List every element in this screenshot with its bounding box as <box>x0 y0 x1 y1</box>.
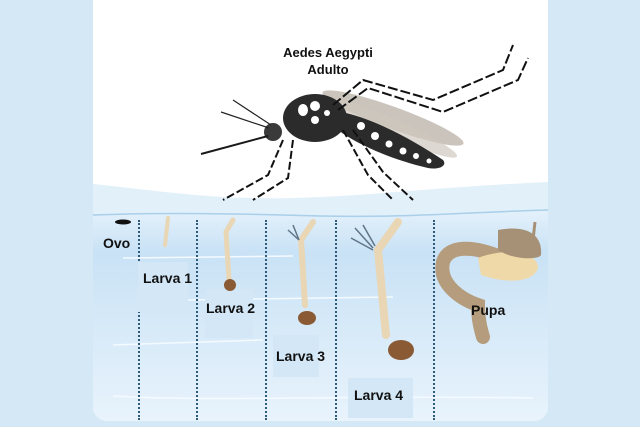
stage-divider <box>433 220 435 420</box>
stage-label-larva1: Larva 1 <box>143 270 193 286</box>
larva1-icon <box>163 216 170 247</box>
stage-divider <box>265 220 267 420</box>
stage-label-larva4: Larva 4 <box>354 387 404 403</box>
adult-title: Aedes Aegypti Adulto <box>253 44 403 78</box>
larva3-icon <box>287 219 316 325</box>
pupa-icon <box>435 221 542 344</box>
label-box <box>348 378 413 418</box>
stage-label-ovo: Ovo <box>103 235 131 251</box>
mosquito-icon <box>200 44 529 201</box>
title-line1: Aedes Aegypti <box>283 45 373 60</box>
larva4-icon <box>350 218 414 360</box>
stage-label-pupa: Pupa <box>471 302 506 318</box>
stage-label-larva2: Larva 2 <box>206 300 256 316</box>
diagram-panel: Aedes Aegypti Adulto <box>93 0 548 421</box>
stage-divider <box>335 220 337 420</box>
label-box <box>205 290 253 338</box>
larva2-icon <box>223 217 236 291</box>
egg-icon <box>115 219 131 225</box>
label-box <box>273 335 319 377</box>
stage-divider <box>196 220 198 420</box>
larvae-illustration <box>163 216 542 360</box>
title-line2: Adulto <box>307 62 349 77</box>
stage-divider <box>138 220 140 420</box>
stage-label-larva3: Larva 3 <box>276 348 326 364</box>
label-box <box>138 262 188 312</box>
